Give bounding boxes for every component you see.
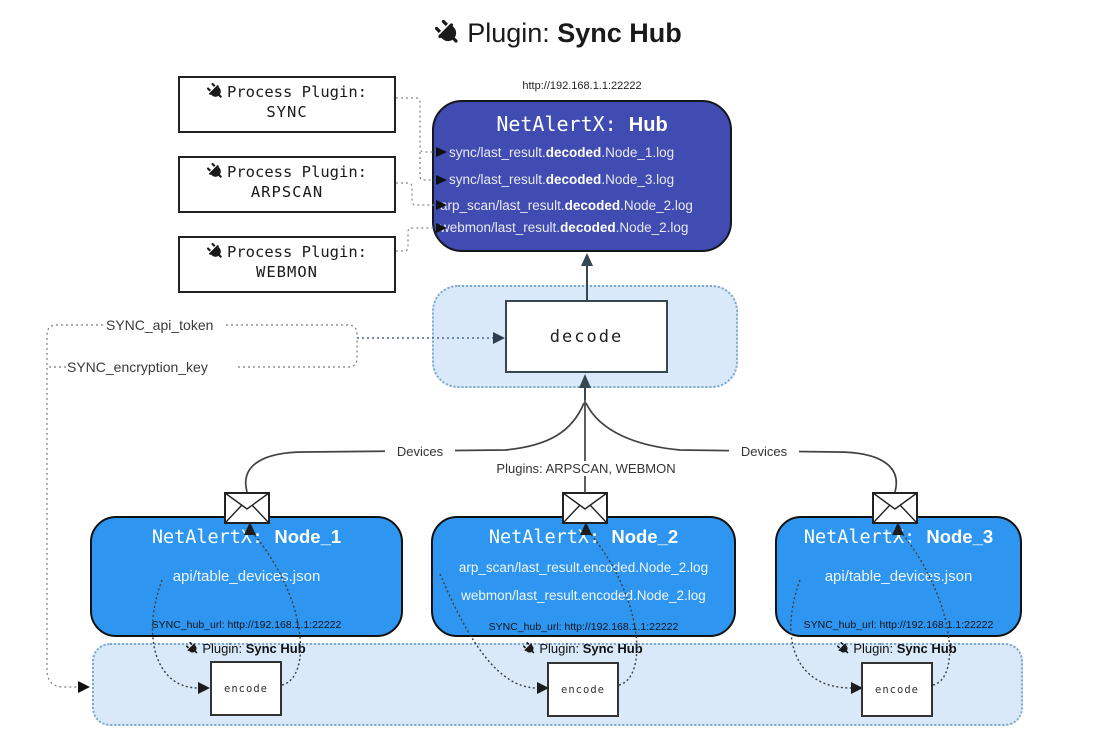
plug-icon: [435, 19, 458, 43]
page-title: Plugin: Sync Hub: [0, 18, 1117, 49]
flow-label-devices-left: Devices: [385, 444, 455, 459]
plug-icon: [837, 641, 849, 654]
node-file-line: webmon/last_result.encoded.Node_2.log: [461, 588, 706, 603]
encoder-plugin-label: Plugin: Sync Hub: [146, 641, 346, 656]
process-plugin-name: WEBMON: [256, 263, 318, 281]
plug-icon: [186, 641, 198, 654]
decode-box: decode: [505, 300, 668, 373]
hub-log-line: webmon/last_result.decoded.Node_2.log: [440, 220, 689, 235]
plug-icon: [206, 242, 222, 258]
node-hub-url: SYNC_hub_url: http://192.168.1.1:22222: [488, 621, 679, 633]
node-file-line: arp_scan/last_result.encoded.Node_2.log: [458, 560, 709, 575]
encode-box: encode: [210, 661, 282, 716]
setting-api-token: SYNC_api_token: [103, 317, 217, 333]
node-box-node1: [90, 516, 403, 637]
hub-url-label: http://192.168.1.1:22222: [522, 80, 642, 92]
envelope-icon: [872, 492, 918, 524]
node-title: NetAlertX: Node_2: [488, 526, 679, 548]
plug-icon: [523, 641, 535, 654]
process-plugin-label: Process Plugin:: [227, 243, 367, 261]
flow-label-devices-right: Devices: [729, 444, 799, 459]
node-file-line: api/table_devices.json: [824, 568, 973, 585]
process-plugin-name: SYNC: [266, 103, 308, 121]
hub-title-name: Hub: [628, 114, 668, 136]
node-title: NetAlertX: Node_3: [803, 526, 994, 548]
process-plugin-name: ARPSCAN: [250, 183, 324, 201]
hub-log-line: arp_scan/last_result.decoded.Node_2.log: [440, 198, 693, 213]
node-hub-url: SYNC_hub_url: http://192.168.1.1:22222: [803, 619, 994, 631]
hub-log-line: sync/last_result.decoded.Node_1.log: [449, 145, 675, 160]
page-title-name: Sync Hub: [557, 18, 682, 48]
page-title-prefix: Plugin:: [467, 18, 550, 48]
envelope-icon: [224, 492, 270, 524]
hub-title: NetAlertX: Hub: [432, 112, 732, 137]
hub-title-prefix: NetAlertX:: [496, 112, 617, 136]
node-hub-url: SYNC_hub_url: http://192.168.1.1:22222: [151, 619, 342, 631]
envelope-icon: [562, 492, 608, 524]
encode-box: encode: [547, 662, 619, 717]
encoder-plugin-label: Plugin: Sync Hub: [483, 641, 683, 656]
process-plugin-box-sync: Process Plugin: SYNC: [178, 76, 396, 133]
node-file-line: api/table_devices.json: [172, 568, 321, 585]
setting-encryption-key: SYNC_encryption_key: [64, 359, 211, 375]
plug-icon: [206, 82, 222, 98]
hub-box: [432, 100, 732, 252]
process-plugin-box-webmon: Process Plugin: WEBMON: [178, 236, 396, 293]
hub-log-line: sync/last_result.decoded.Node_3.log: [449, 172, 675, 187]
plug-icon: [206, 162, 222, 178]
encode-box: encode: [861, 662, 933, 717]
encoder-plugin-label: Plugin: Sync Hub: [797, 641, 997, 656]
process-plugin-box-arpscan: Process Plugin: ARPSCAN: [178, 156, 396, 213]
process-plugin-label: Process Plugin:: [227, 163, 367, 181]
node-title: NetAlertX: Node_1: [151, 526, 342, 548]
process-plugin-label: Process Plugin:: [227, 83, 367, 101]
flow-label-plugins: Plugins: ARPSCAN, WEBMON: [486, 461, 686, 476]
